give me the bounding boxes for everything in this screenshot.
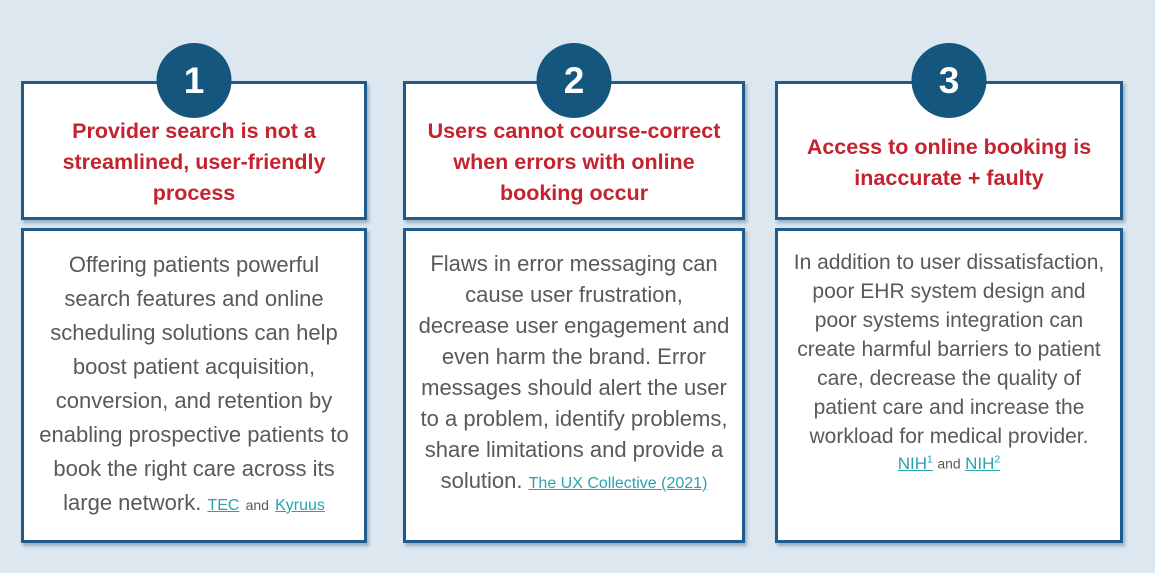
column-booking-access: 3 Access to online booking is inaccurate…	[775, 0, 1123, 573]
link-nih-1-label: NIH	[897, 453, 927, 473]
link-nih-2-superscript: 2	[994, 453, 1001, 465]
column-error-correction: 2 Users cannot course-correct when error…	[403, 0, 745, 573]
link-kyruus[interactable]: Kyruus	[275, 497, 325, 514]
step-3-number-circle: 3	[911, 43, 987, 118]
link-tec[interactable]: TEC	[207, 497, 240, 514]
body-box-2: Flaws in error messaging can cause user …	[403, 228, 745, 543]
link-nih-2[interactable]: NIH2	[965, 453, 1001, 473]
column-1-title: Provider search is not a streamlined, us…	[62, 119, 326, 205]
citation-separator: and	[937, 455, 961, 472]
column-3-body-text: In addition to user dissatisfaction, poo…	[793, 251, 1105, 448]
step-1-number-circle: 1	[156, 43, 232, 118]
link-nih-1[interactable]: NIH1	[897, 453, 933, 473]
link-nih-2-label: NIH	[965, 453, 995, 473]
column-2-title: Users cannot course-correct when errors …	[427, 119, 721, 205]
step-2-number: 2	[563, 59, 585, 101]
column-1-citations: TEC and Kyruus	[207, 490, 324, 515]
body-box-1: Offering patients powerful search featur…	[21, 228, 367, 543]
column-2-body-text: Flaws in error messaging can cause user …	[418, 251, 730, 493]
column-3-title: Access to online booking is inaccurate +…	[806, 134, 1092, 190]
column-3-body: In addition to user dissatisfaction, poo…	[790, 248, 1108, 451]
column-1-body-text: Offering patients powerful search featur…	[39, 252, 349, 515]
step-2-number-circle: 2	[536, 43, 612, 118]
step-3-number: 3	[938, 59, 960, 101]
column-1-body: Offering patients powerful search featur…	[36, 248, 352, 523]
column-2-body: Flaws in error messaging can cause user …	[418, 248, 730, 499]
citation-separator: and	[245, 497, 269, 513]
column-provider-search: 1 Provider search is not a streamlined, …	[21, 0, 367, 573]
column-3-citations: NIH1 and NIH2	[790, 453, 1108, 474]
header-box-3: Access to online booking is inaccurate +…	[775, 81, 1123, 220]
step-1-number: 1	[183, 59, 205, 101]
link-nih-1-superscript: 1	[927, 453, 933, 465]
body-box-3: In addition to user dissatisfaction, poo…	[775, 228, 1123, 543]
link-ux-collective[interactable]: The UX Collective (2021)	[528, 475, 708, 492]
